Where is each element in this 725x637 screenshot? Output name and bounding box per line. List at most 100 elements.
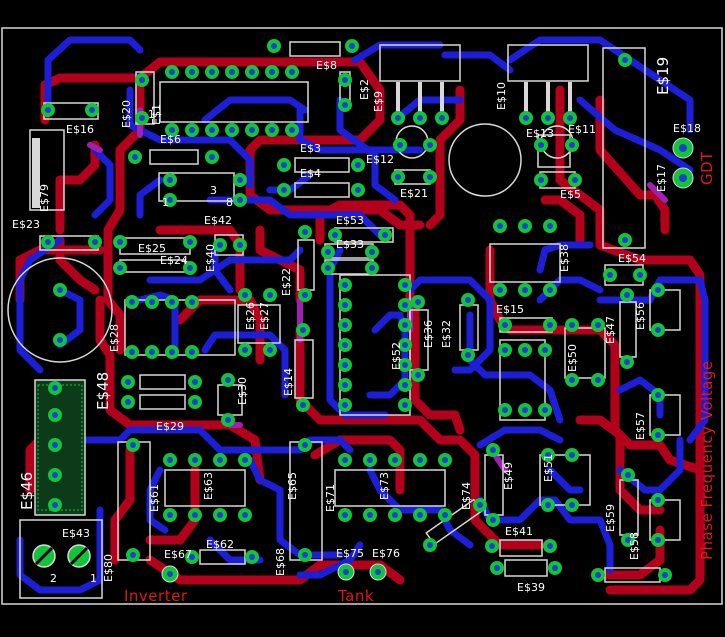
gdt-label: GDT: [698, 151, 716, 185]
pad-hole: [237, 197, 243, 203]
label-e17: E$17: [655, 164, 668, 192]
pad-hole: [655, 432, 661, 438]
pad-hole: [342, 402, 348, 408]
pad-hole: [417, 115, 423, 121]
pad-hole: [237, 177, 243, 183]
pad-hole: [209, 154, 215, 160]
pad-hole: [427, 142, 433, 148]
pad-hole: [149, 299, 155, 305]
label-e1: E$1: [150, 104, 163, 125]
pad-hole: [655, 537, 661, 543]
pad-hole: [342, 302, 348, 308]
pad-hole: [332, 232, 338, 238]
pad-hole: [57, 337, 63, 343]
pad-hole: [569, 377, 575, 383]
pad-hole: [187, 265, 193, 271]
pad-hole: [242, 347, 248, 353]
pad-hole: [349, 43, 355, 49]
pad-hole: [242, 457, 248, 463]
pad-hole: [402, 402, 408, 408]
pad-hole: [269, 69, 275, 75]
board-outline: [1, 27, 723, 605]
pad-hole: [395, 174, 401, 180]
pad-hole: [342, 77, 348, 83]
pad-hole: [367, 512, 373, 518]
pad-hole: [167, 177, 173, 183]
label-e43: E$43: [62, 527, 90, 540]
pad-hole: [325, 265, 331, 271]
pad-hole: [189, 554, 195, 560]
silkscreen-labels: E$16 E$20 E$1 E$8 E$2 E$9 E$10 E$19 E$18…: [12, 57, 701, 594]
pad-hole: [655, 327, 661, 333]
pad-hole: [625, 537, 631, 543]
label-e6: E$6: [160, 133, 181, 146]
label-e2: E$2: [358, 79, 371, 100]
pad-hole: [547, 543, 553, 549]
pad-hole: [45, 239, 51, 245]
label-e74: E$74: [460, 482, 473, 510]
pad-hole: [302, 442, 308, 448]
label-e15: E$15: [496, 303, 524, 316]
pad-hole: [45, 107, 51, 113]
pad-hole: [427, 542, 433, 548]
pad-hole: [522, 287, 528, 293]
label-e16: E$16: [66, 123, 94, 136]
regulator-leads: [396, 82, 572, 115]
label-e79: E$79: [38, 184, 51, 212]
pad-hole: [622, 237, 628, 243]
pad-hole: [569, 142, 575, 148]
pad-hole: [402, 382, 408, 388]
pad-hole: [502, 347, 508, 353]
pad-hole: [382, 232, 388, 238]
label-e4: E$4: [300, 167, 321, 180]
pad-hole: [497, 287, 503, 293]
pad-hole: [442, 512, 448, 518]
label-e9: E$9: [372, 91, 385, 112]
bottom-copper-traces: [16, 36, 709, 594]
pad-hole: [655, 392, 661, 398]
pad-hole: [342, 342, 348, 348]
label-e80: E$80: [102, 554, 115, 582]
pad-hole: [217, 457, 223, 463]
label-e20: E$20: [120, 100, 133, 128]
pad-hole: [489, 543, 495, 549]
pad-hole: [595, 572, 601, 578]
pad-hole: [415, 372, 421, 378]
pad-hole: [242, 512, 248, 518]
pad-hole: [52, 472, 58, 478]
pad-hole: [595, 322, 601, 328]
pad-hole: [569, 452, 575, 458]
pad-hole: [167, 512, 173, 518]
label-e33: E$33: [336, 238, 364, 251]
label-e18: E$18: [673, 122, 701, 135]
pad-hole: [267, 292, 273, 298]
pad-hole: [595, 377, 601, 383]
pad-hole: [572, 177, 578, 183]
label-e19: E$19: [654, 57, 672, 95]
pad-hole: [189, 299, 195, 305]
pad-hole: [125, 399, 131, 405]
pad-hole: [129, 349, 135, 355]
label-e39: E$39: [517, 581, 545, 594]
pad-hole: [209, 127, 215, 133]
label-e29: E$29: [156, 420, 184, 433]
pad-hole: [607, 272, 613, 278]
tank-label: Tank: [337, 587, 374, 605]
pad-hole: [139, 77, 145, 83]
pad-hole: [465, 297, 471, 303]
pad-hole: [624, 292, 630, 298]
pad-hole: [342, 102, 348, 108]
label-e41: E$41: [505, 525, 533, 538]
pad-hole: [439, 115, 445, 121]
pad-hole: [229, 127, 235, 133]
pad-hole: [169, 127, 175, 133]
pad-hole: [117, 239, 123, 245]
connector-e79-bar: [32, 138, 40, 208]
pad-hole: [289, 127, 295, 133]
pad-hole: [237, 242, 243, 248]
cap-center: [448, 123, 522, 197]
label-e26: E$26: [244, 302, 257, 330]
pad-hole: [355, 162, 361, 168]
pad-hole: [249, 69, 255, 75]
